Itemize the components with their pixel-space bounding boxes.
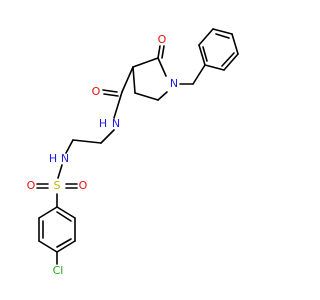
benzyl-ch2-bond [192, 64, 206, 85]
ethyl-bond-1 [100, 129, 115, 144]
lactam-co-bond-1 [157, 45, 161, 59]
sulfonyl-oxygen-right: O [79, 179, 88, 192]
sulfur-atom: S [54, 179, 61, 192]
amide-oxygen: O [92, 85, 101, 98]
sulfonamide-nitrogen: N [61, 152, 69, 165]
structure-svg: O N O N H H N S O O Cl [27, 28, 239, 277]
lactam-oxygen: O [158, 33, 167, 46]
amide-hydrogen: H [99, 117, 107, 130]
lactam-co-bond-2 [161, 45, 165, 59]
chlorophenyl-ring [38, 206, 76, 253]
amide-nitrogen: N [112, 117, 120, 130]
sulfonyl-oxygen-left: O [27, 179, 36, 192]
pyrrolidinone-ring [132, 57, 168, 101]
ring-to-amide-bond [121, 66, 134, 93]
ethyl-bond-2 [72, 139, 102, 144]
molecule-diagram: O N O N H H N S O O Cl [27, 28, 239, 277]
n-s-bond [57, 164, 63, 179]
chlorine-atom: Cl [53, 264, 64, 277]
ring-nitrogen: N [170, 77, 178, 90]
ethyl-bond-3 [65, 139, 74, 154]
amide-cn-bond [113, 91, 123, 119]
amide-co-bond-1 [102, 89, 118, 93]
sulfonamide-hydrogen: H [49, 152, 57, 165]
amide-co-bond-2 [103, 93, 119, 97]
benzyl-ring [198, 28, 239, 71]
